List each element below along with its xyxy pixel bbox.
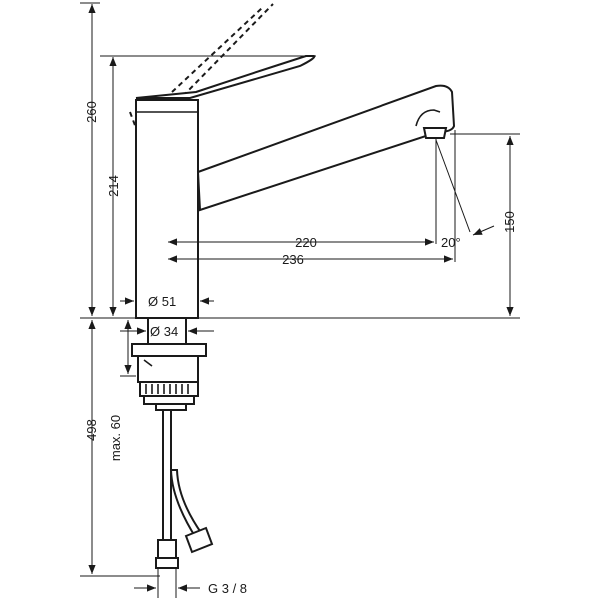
dimension-150: 150 [502,211,517,233]
supply-hoses [155,409,214,569]
shank-assembly [131,317,207,411]
faucet-body [135,55,456,319]
lever-alternate-position [129,3,274,129]
dimension-diameter-51: Ø 51 [148,294,176,309]
dimension-260: 260 [84,101,99,123]
dimension-214: 214 [106,175,121,197]
dimension-max-60: max. 60 [108,415,123,461]
dimension-236: 236 [282,252,304,267]
dimension-498: 498 [84,419,99,441]
dimension-diameter-34: Ø 34 [150,324,178,339]
spout-angle-arrow [472,225,495,236]
dimension-g38: G 3 / 8 [208,581,247,596]
dimension-220: 220 [295,235,317,250]
spout-angle-line [435,139,471,233]
dimension-angle-20: 20° [441,235,461,250]
